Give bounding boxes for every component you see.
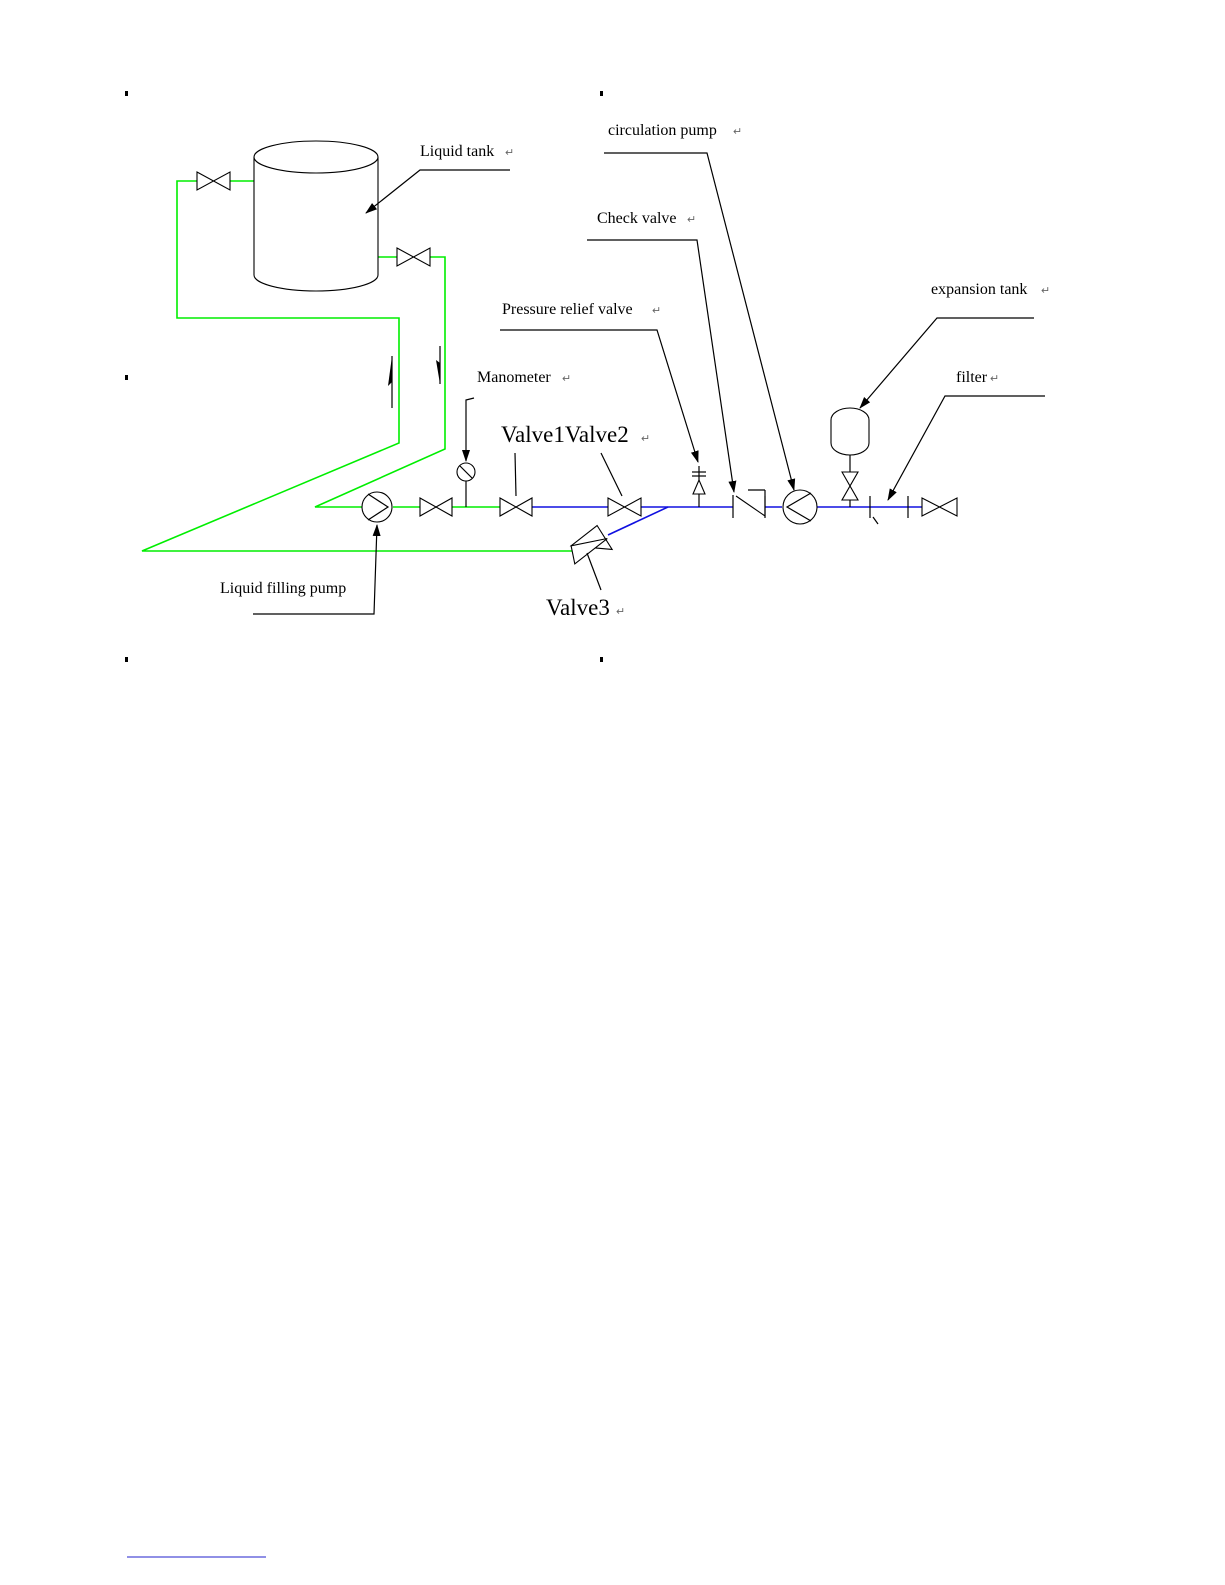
expansion-tank bbox=[831, 408, 869, 507]
label-expansion-tank: expansion tank bbox=[931, 281, 1027, 298]
valve-1 bbox=[500, 498, 532, 516]
label-circulation-pump: circulation pump bbox=[608, 122, 717, 139]
return-mark: ↵ bbox=[652, 305, 661, 317]
filter bbox=[870, 496, 908, 524]
circulation-pump bbox=[783, 490, 817, 524]
label-valve3: Valve3 bbox=[546, 595, 610, 620]
valve-2 bbox=[608, 498, 641, 516]
label-manometer: Manometer bbox=[477, 369, 551, 386]
label-filter: filter bbox=[956, 369, 988, 386]
return-mark: ↵ bbox=[733, 126, 742, 138]
filling-line-valve bbox=[420, 498, 452, 516]
return-mark: ↵ bbox=[616, 606, 625, 618]
flow-arrows bbox=[388, 346, 440, 408]
return-mark: ↵ bbox=[990, 373, 999, 385]
return-mark: ↵ bbox=[562, 373, 571, 385]
label-valve1-valve2: Valve1Valve2 bbox=[501, 422, 629, 447]
tank-top-valve bbox=[197, 172, 230, 190]
manometer bbox=[457, 463, 475, 507]
label-liquid-filling-pump: Liquid filling pump bbox=[220, 580, 346, 597]
label-pressure-relief-valve: Pressure relief valve bbox=[502, 301, 633, 318]
tank-outlet-valve bbox=[397, 248, 430, 266]
check-valve bbox=[733, 490, 765, 518]
return-mark: ↵ bbox=[687, 214, 696, 226]
label-check-valve: Check valve bbox=[597, 210, 677, 227]
pressure-relief-valve bbox=[692, 466, 706, 507]
valve-3 bbox=[567, 524, 612, 564]
return-mark: ↵ bbox=[641, 433, 650, 445]
liquid-tank bbox=[254, 141, 378, 291]
liquid-filling-pump bbox=[362, 492, 392, 522]
label-liquid-tank: Liquid tank bbox=[420, 143, 494, 160]
return-mark: ↵ bbox=[505, 147, 514, 159]
return-mark: ↵ bbox=[1041, 285, 1050, 297]
outlet-valve bbox=[922, 498, 957, 516]
